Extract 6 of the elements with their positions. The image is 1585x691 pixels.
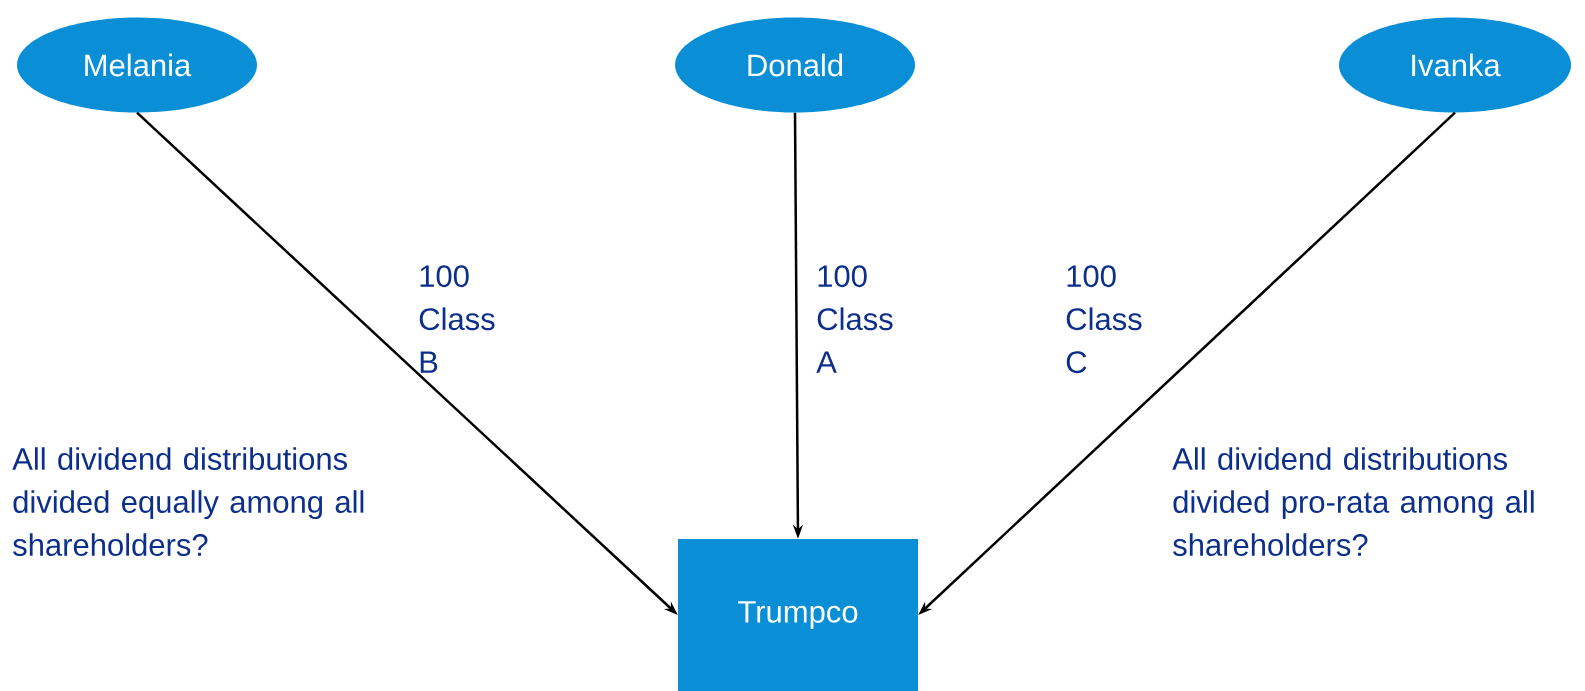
note-text: All dividend distributions divided pro-rata among all shareholders?	[1172, 447, 1534, 556]
note-text: All dividend distributions divided equally among all shareholders?	[12, 447, 364, 556]
company-box: Trumpco	[678, 539, 918, 691]
edge-label: 100 Class C	[1066, 265, 1142, 374]
edge-label: 100 Class A	[816, 265, 893, 373]
edge-label: 100 Class B	[419, 265, 495, 373]
